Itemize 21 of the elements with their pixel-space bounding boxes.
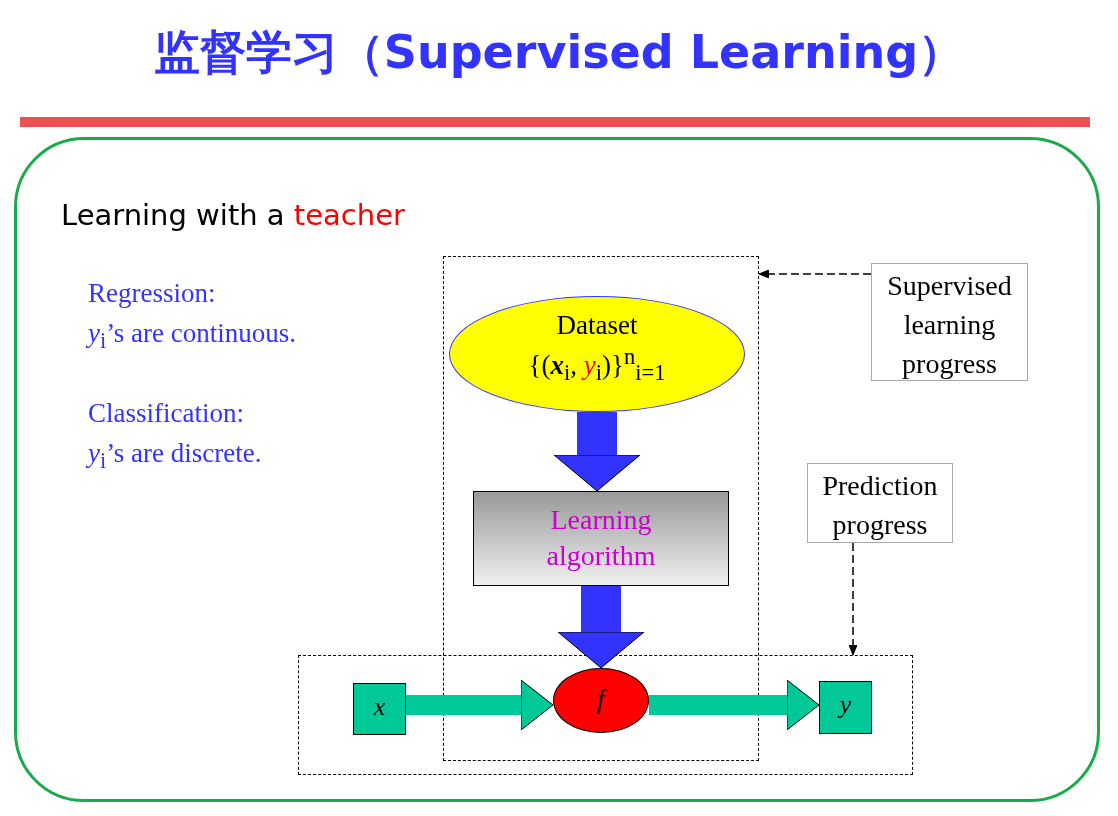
block-arrow [553,412,641,492]
node-heading: Dataset [555,309,639,342]
note-box: Supervised learning progress [871,263,1028,381]
rounded-panel [14,137,1100,802]
note-text: y$_{i}$’s are continuous. [88,318,296,355]
note-text: Classification: [88,398,244,429]
note-text: y$_{i}$’s are discrete. [88,438,262,475]
note-box: Prediction progress [807,463,953,543]
algorithm-box: Learning algorithm [473,491,729,586]
title: 监督学习（Supervised Learning） [152,24,966,81]
heading: Learning with a teacher [61,198,405,232]
arrow [649,679,820,731]
block-arrow [557,586,645,669]
function-ellipse: f [553,668,649,733]
input-box: x [353,683,406,735]
arrow [848,542,858,656]
output-box: y [819,681,872,734]
arrow [406,679,554,731]
arrow [758,269,872,279]
note-text: Regression: [88,278,216,309]
dash-dot-frame [443,256,759,761]
